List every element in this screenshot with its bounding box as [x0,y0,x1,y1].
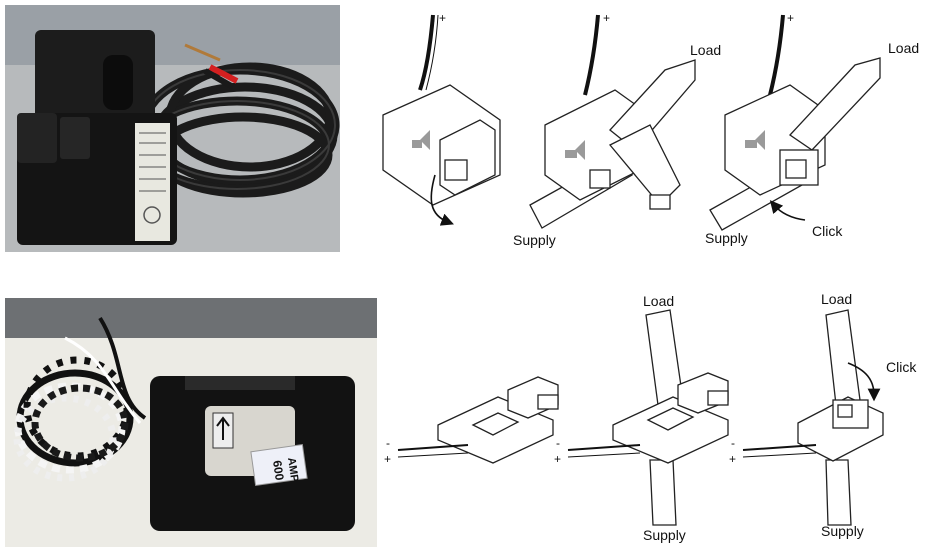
600-amp-label [250,443,308,487]
top-step3-click-label: Click [812,223,843,239]
bottom-installation-diagrams: - + - + Load Supply - + [378,285,928,551]
top-diagram-svg: - + - + Load Supply [382,11,919,248]
top-step-2 [529,14,696,229]
ct-photo-illustration [5,5,340,252]
ct-clamp-top [35,30,155,125]
bottom-step3-plus: + [729,452,736,466]
top-step3-minus: - [780,13,784,27]
bottom-step3-click-label: Click [886,359,917,375]
top-step2-supply-label: Supply [513,232,556,248]
top-step2-minus: - [596,13,600,27]
top-step2-plus: + [603,11,610,25]
bottom-step3-minus: - [731,436,735,450]
bottom-step2-plus: + [554,452,561,466]
split-core-ct-photo [5,5,340,252]
top-step-1 [382,14,501,226]
bottom-step1-plus: + [384,452,391,466]
top-step-3 [709,14,881,231]
bottom-step2-minus: - [556,436,560,450]
bottom-step3-supply-label: Supply [821,523,864,539]
square-ct-illustration: 600 AMP [5,298,377,547]
top-step3-plus: + [787,11,794,25]
amp-label-line2: AMP [285,457,300,483]
amp-label-line1: 600 [270,459,287,481]
bottom-step-2 [567,309,729,526]
bottom-step2-load-label: Load [643,293,674,309]
bottom-step3-load-label: Load [821,291,852,307]
top-step2-load-label: Load [690,42,721,58]
square-ct-photo: 600 AMP [5,298,377,547]
top-step1-minus: - [431,13,435,27]
top-installation-diagrams: - + - + Load Supply [350,0,928,262]
top-step3-supply-label: Supply [705,230,748,246]
top-step3-load-label: Load [888,40,919,56]
red-wire [208,64,239,84]
bottom-step2-supply-label: Supply [643,527,686,543]
bottom-step-1 [397,376,559,464]
bottom-step1-minus: - [386,436,390,450]
top-step1-plus: + [439,11,446,25]
bottom-step-3 [742,309,884,526]
bottom-diagram-svg: - + - + Load Supply - + [384,291,917,543]
